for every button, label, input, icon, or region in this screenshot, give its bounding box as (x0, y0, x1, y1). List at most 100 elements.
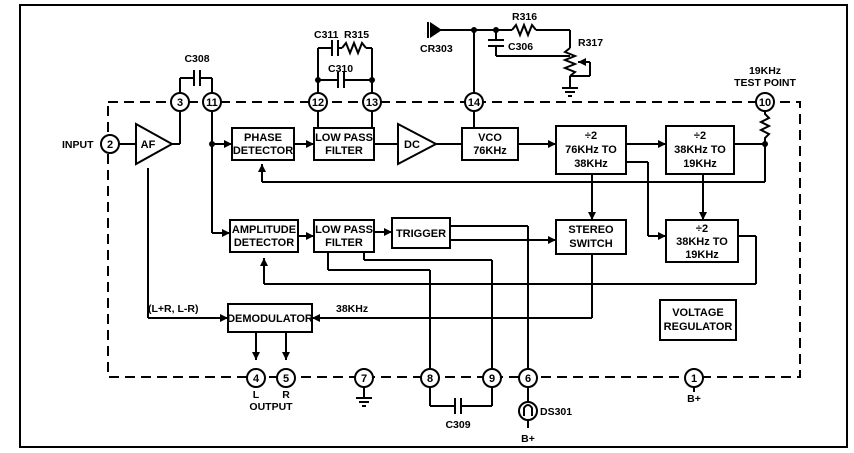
bplus-pin1-label: B+ (687, 393, 701, 405)
lr-signal-label: (L+R, L-R) (148, 303, 198, 315)
pin-1: 1 (684, 368, 704, 388)
demodulator-block: DEMODULATOR (227, 303, 313, 333)
svg-text:FILTER: FILTER (325, 145, 363, 157)
pin-6: 6 (518, 368, 538, 388)
svg-text:2: 2 (107, 139, 113, 151)
bplus-pin6-label: B+ (521, 433, 535, 445)
svg-text:19KHz: 19KHz (683, 158, 717, 170)
svg-text:7: 7 (361, 373, 367, 385)
junction-dots (209, 27, 768, 147)
voltage-regulator-block: VOLTAGE REGULATOR (659, 299, 737, 341)
pin-10: 10 (755, 92, 775, 112)
svg-text:VCO: VCO (478, 132, 502, 144)
r317-wiper-arrow (578, 58, 586, 66)
divider-38-to-19-bottom-block: ÷2 38KHz TO 19KHz (665, 219, 739, 263)
svg-text:LOW PASS: LOW PASS (315, 224, 373, 236)
cr303-label: CR303 (420, 43, 453, 55)
vco-block: VCO 76KHz (461, 127, 519, 161)
r315-label: R315 (344, 29, 369, 41)
ground-r317-symbol (562, 87, 578, 97)
pin-9: 9 (482, 368, 502, 388)
svg-text:÷2: ÷2 (694, 130, 706, 142)
svg-text:FILTER: FILTER (325, 237, 363, 249)
test-point-label: TEST POINT (734, 77, 796, 89)
wires (119, 22, 772, 428)
labels: INPUT 19KHz TEST POINT C308 C311 R315 C3… (62, 11, 797, 445)
svg-text:AMPLITUDE: AMPLITUDE (232, 224, 296, 236)
svg-text:DEMODULATOR: DEMODULATOR (227, 313, 313, 325)
svg-text:TRIGGER: TRIGGER (396, 228, 446, 240)
pin-3: 3 (170, 92, 190, 112)
pin-13: 13 (362, 92, 382, 112)
c311-label: C311 (314, 29, 339, 41)
svg-text:38KHz: 38KHz (574, 158, 608, 170)
outer-frame (19, 4, 848, 448)
svg-text:14: 14 (468, 97, 481, 109)
svg-text:76KHz TO: 76KHz TO (565, 144, 617, 156)
svg-text:AF: AF (141, 139, 156, 151)
svg-text:PHASE: PHASE (244, 132, 282, 144)
ds301-lamp-symbol (518, 401, 538, 421)
c309-label: C309 (445, 419, 470, 431)
svg-text:4: 4 (253, 373, 260, 385)
output-label: OUTPUT (249, 401, 293, 413)
low-pass-filter-bottom-block: LOW PASS FILTER (313, 219, 375, 253)
low-pass-filter-top-block: LOW PASS FILTER (313, 127, 375, 161)
c306-symbol (488, 39, 504, 47)
ds301-label: DS301 (540, 406, 572, 418)
stereo-switch-block: STEREO SWITCH (555, 219, 627, 255)
pin-14: 14 (464, 92, 484, 112)
left-label: L (253, 389, 260, 401)
svg-text:19KHz: 19KHz (685, 249, 719, 261)
pin-2: 2 (100, 134, 120, 154)
divider-38-to-19-top-block: ÷2 38KHz TO 19KHz (665, 125, 735, 175)
svg-text:DETECTOR: DETECTOR (233, 145, 293, 157)
right-label: R (282, 389, 290, 401)
svg-text:1: 1 (691, 373, 697, 385)
svg-text:10: 10 (759, 97, 771, 109)
pin-7: 7 (354, 368, 374, 388)
phase-detector-block: PHASE DETECTOR (231, 127, 295, 161)
dc-amplifier: DC (397, 122, 439, 166)
freq-38khz-label: 38KHz (336, 303, 368, 315)
ground-pin7-symbol (356, 397, 372, 407)
pin-4: 4 (246, 368, 266, 388)
svg-text:DC: DC (404, 139, 420, 151)
svg-text:6: 6 (525, 373, 531, 385)
svg-text:REGULATOR: REGULATOR (664, 321, 733, 333)
c310-symbol (337, 72, 345, 88)
svg-text:LOW PASS: LOW PASS (315, 132, 373, 144)
cr303-diode-symbol (427, 22, 442, 38)
svg-text:38KHz TO: 38KHz TO (676, 236, 728, 248)
pin-5: 5 (276, 368, 296, 388)
ic-outline (107, 101, 801, 378)
pins: 2 3 11 12 13 14 10 4 5 7 8 9 6 1 (100, 92, 775, 388)
discrete-components (193, 22, 586, 421)
svg-text:8: 8 (427, 373, 433, 385)
c311-symbol (331, 40, 339, 56)
svg-text:76KHz: 76KHz (473, 145, 507, 157)
svg-text:13: 13 (366, 97, 378, 109)
svg-text:÷2: ÷2 (696, 223, 708, 235)
r317-label: R317 (578, 37, 603, 49)
trigger-block: TRIGGER (391, 217, 451, 249)
svg-text:VOLTAGE: VOLTAGE (672, 307, 724, 319)
pin-12: 12 (308, 92, 328, 112)
pin-8: 8 (420, 368, 440, 388)
svg-text:DETECTOR: DETECTOR (234, 237, 294, 249)
svg-text:38KHz TO: 38KHz TO (674, 144, 726, 156)
c308-symbol (193, 70, 201, 86)
svg-text:STEREO: STEREO (568, 224, 614, 236)
svg-text:SWITCH: SWITCH (569, 238, 612, 250)
c308-label: C308 (184, 53, 209, 65)
divider-76-to-38-block: ÷2 76KHz TO 38KHz (555, 125, 627, 175)
svg-text:9: 9 (489, 373, 495, 385)
test-point-freq-label: 19KHz (749, 65, 781, 77)
c309-symbol (454, 398, 462, 414)
svg-text:12: 12 (312, 97, 324, 109)
svg-text:÷2: ÷2 (585, 130, 597, 142)
r316-label: R316 (512, 11, 537, 23)
c306-label: C306 (508, 41, 533, 53)
c310-label: C310 (328, 63, 353, 75)
